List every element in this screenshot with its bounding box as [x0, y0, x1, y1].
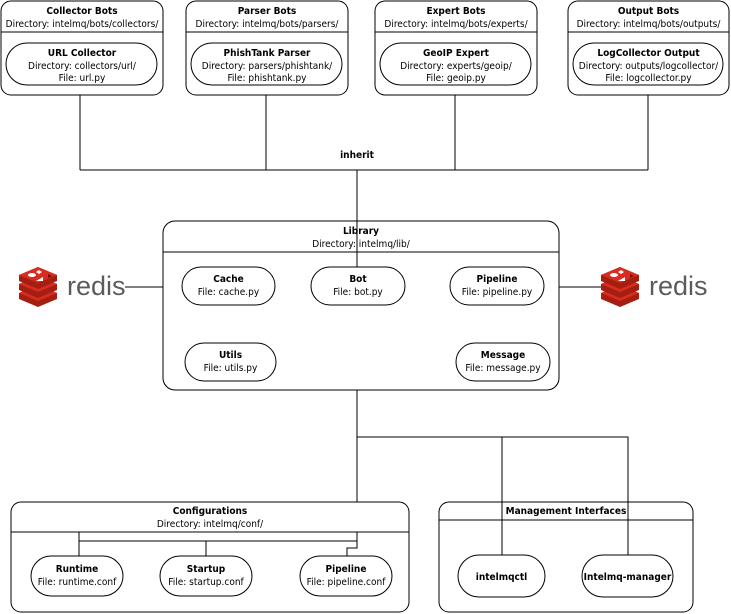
management-tool: intelmqctl — [457, 554, 546, 598]
tool-name: intelmqctl — [476, 572, 528, 583]
item-file: File: url.py — [59, 73, 106, 84]
configurations-directory: Directory: intelmq/conf/ — [157, 519, 264, 530]
module-name: Message — [481, 350, 525, 361]
management-tool: Intelmq-manager — [581, 554, 674, 598]
config-file-name: File: startup.conf — [168, 577, 244, 588]
item-file: File: phishtank.py — [227, 73, 307, 84]
module-name: Pipeline — [477, 274, 518, 285]
item-directory: Directory: experts/geoip/ — [400, 61, 512, 72]
item-name: LogCollector Output — [597, 48, 700, 59]
item-directory: Directory: collectors/url/ — [28, 61, 137, 72]
module-file: File: cache.py — [198, 287, 260, 298]
redis-label: redis — [67, 271, 126, 301]
configurations-title: Configurations — [173, 506, 248, 517]
module-file: File: pipeline.py — [462, 287, 533, 298]
config-name: Startup — [187, 564, 226, 575]
redis-logo-left: redis — [19, 267, 126, 307]
inherit-label: inherit — [340, 150, 375, 161]
module-file: File: utils.py — [204, 363, 258, 374]
library-title: Library — [343, 226, 379, 237]
module-name: Utils — [219, 350, 242, 361]
group-title: Collector Bots — [46, 6, 117, 17]
item-name: URL Collector — [48, 48, 117, 59]
group-directory: Directory: intelmq/bots/parsers/ — [196, 19, 340, 30]
group-directory: Directory: intelmq/bots/collectors/ — [6, 19, 160, 30]
group-title: Parser Bots — [238, 6, 297, 17]
config-file-name: File: pipeline.conf — [307, 577, 387, 588]
item-file: File: geoip.py — [426, 73, 486, 84]
group-directory: Directory: intelmq/bots/experts/ — [384, 19, 528, 30]
item-file: File: logcollector.py — [605, 73, 692, 84]
item-name: GeoIP Expert — [423, 48, 490, 59]
redis-label: redis — [649, 271, 708, 301]
module-name: Cache — [213, 274, 244, 285]
config-name: Pipeline — [326, 564, 367, 575]
group-title: Expert Bots — [426, 6, 485, 17]
module-file: File: bot.py — [333, 287, 383, 298]
group-directory: Directory: intelmq/bots/outputs/ — [577, 19, 722, 30]
item-name: PhishTank Parser — [223, 48, 311, 59]
redis-logo-right: redis — [601, 267, 708, 307]
library-directory: Directory: intelmq/lib/ — [312, 239, 411, 250]
group-title: Output Bots — [618, 6, 679, 17]
module-name: Bot — [349, 274, 367, 285]
module-file: File: message.py — [465, 363, 541, 374]
item-directory: Directory: parsers/phishtank/ — [202, 61, 333, 72]
tool-name: Intelmq-manager — [584, 572, 672, 583]
management-title: Management Interfaces — [506, 506, 627, 517]
config-file-name: File: runtime.conf — [38, 577, 117, 588]
item-directory: Directory: outputs/logcollector/ — [579, 61, 719, 72]
config-name: Runtime — [56, 564, 99, 575]
